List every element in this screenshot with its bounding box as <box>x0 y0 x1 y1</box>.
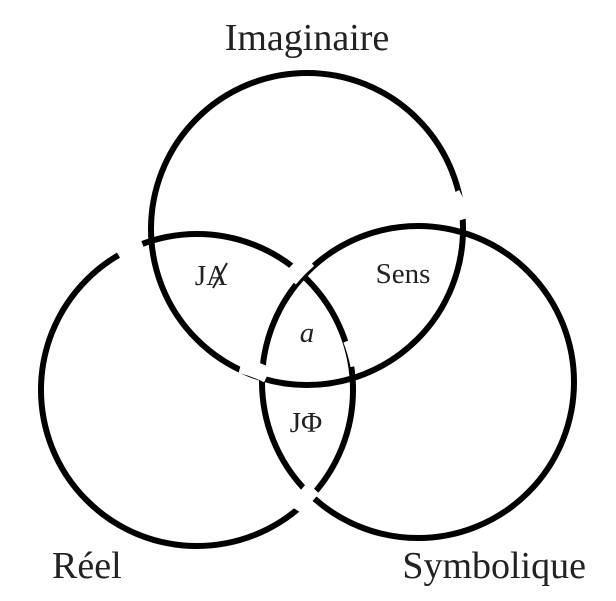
ja-label: JA <box>195 260 227 292</box>
imaginaire-ring <box>148 70 466 388</box>
crossing-gap-3 <box>238 357 271 383</box>
crossing-gap-1 <box>444 189 471 223</box>
imaginaire-label: Imaginaire <box>225 17 390 59</box>
reel-ring <box>38 231 356 549</box>
jphi-label: JΦ <box>290 407 322 439</box>
crossing-gap-2 <box>343 336 367 368</box>
reel-label: Réel <box>52 545 122 587</box>
center-a-label: a <box>300 317 315 349</box>
symbolique-ring <box>259 223 577 541</box>
crossing-gap-4 <box>114 236 146 263</box>
crossing-gap-6 <box>283 253 315 285</box>
crossing-gap-5 <box>289 482 320 515</box>
ja-bar-mark <box>212 262 228 289</box>
symbolique-label: Symbolique <box>402 545 586 587</box>
sens-label: Sens <box>376 258 431 290</box>
